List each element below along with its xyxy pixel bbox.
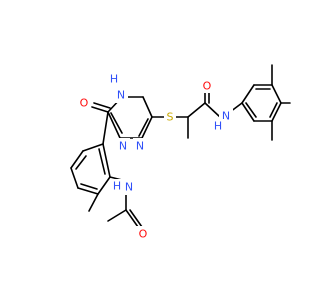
molecule-structure: O H N S O N H N xyxy=(70,64,291,242)
sulfur-label: S xyxy=(167,111,174,124)
molecule-canvas: O H N S O N H N xyxy=(70,64,291,242)
bond xyxy=(241,84,255,104)
atom-label: N xyxy=(116,138,130,154)
bond xyxy=(187,102,206,118)
bond xyxy=(102,143,111,178)
bond xyxy=(129,209,143,228)
bond xyxy=(93,102,111,109)
bond xyxy=(269,102,278,118)
bond xyxy=(82,143,104,152)
atom-label: S xyxy=(164,109,176,125)
bond xyxy=(70,150,84,169)
bond xyxy=(110,112,123,134)
bond xyxy=(80,183,98,190)
bond xyxy=(138,118,149,137)
bond xyxy=(142,96,153,118)
atom-label: O xyxy=(200,79,214,93)
oxygen-label: O xyxy=(203,80,212,93)
atom-label: H xyxy=(111,179,123,193)
atom-label: N xyxy=(133,138,147,154)
bond xyxy=(204,102,221,118)
bond xyxy=(271,84,282,104)
atom-label-layer: O H N S O N H N xyxy=(78,72,233,242)
atom-label: N xyxy=(114,87,128,103)
bond xyxy=(125,209,139,228)
nitrogen-label: N xyxy=(125,181,133,194)
hydrogen-label: H xyxy=(113,180,121,193)
atom-label: N xyxy=(122,179,136,195)
nitrogen-label: N xyxy=(136,140,144,153)
nitrogen-label: N xyxy=(119,140,127,153)
oxygen-label: O xyxy=(80,97,89,110)
bond xyxy=(102,111,109,145)
bond xyxy=(271,102,282,122)
bond xyxy=(97,176,111,195)
bond xyxy=(91,106,109,113)
atom-label: H xyxy=(212,119,224,133)
hydrogen-label: H xyxy=(214,120,222,133)
atom-label: H xyxy=(108,72,120,86)
bond xyxy=(70,167,79,189)
bond xyxy=(88,193,99,212)
bond-layer xyxy=(70,64,291,228)
nitrogen-label: N xyxy=(117,89,125,102)
bond xyxy=(141,116,153,139)
nitrogen-label: N xyxy=(222,110,230,123)
hydrogen-label: H xyxy=(110,73,118,86)
bond xyxy=(98,148,106,175)
atom-label: O xyxy=(78,96,90,110)
bond xyxy=(241,102,255,122)
oxygen-label: O xyxy=(139,228,148,241)
atom-label: O xyxy=(136,226,150,242)
bond xyxy=(77,187,99,195)
bond xyxy=(245,102,257,118)
bond xyxy=(107,209,127,222)
bond xyxy=(107,111,121,139)
bond xyxy=(75,155,87,170)
